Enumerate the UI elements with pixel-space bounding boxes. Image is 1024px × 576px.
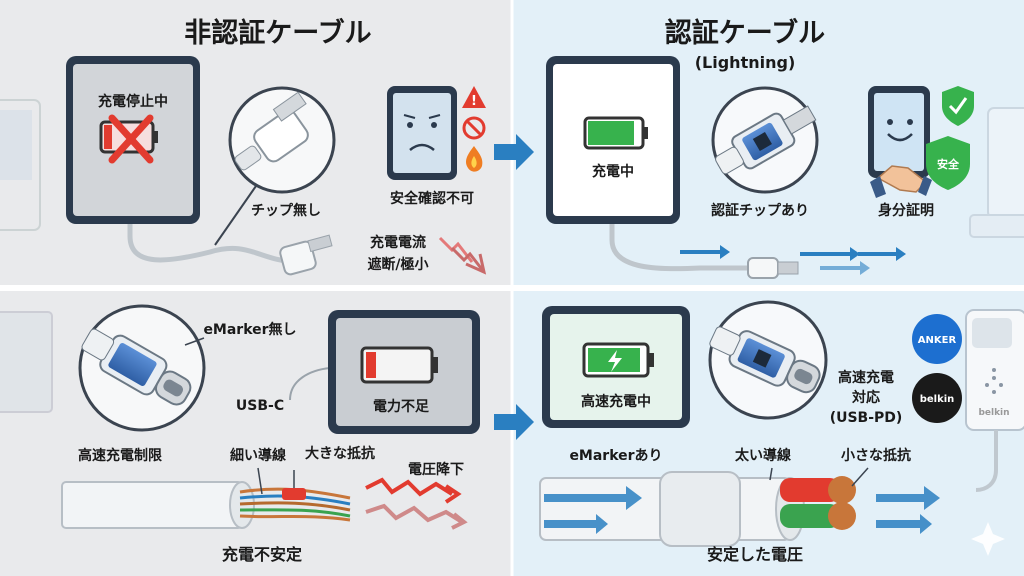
label-thick-wire: 太い導線	[735, 447, 791, 464]
label-auth-chip: 認証チップあり	[711, 202, 809, 219]
label-no-emarker: eMarker無し	[203, 321, 296, 338]
faded-laptop-left-top	[0, 99, 41, 231]
label-fast-charge-3: (USB-PD)	[830, 410, 903, 426]
prohibited-icon	[462, 116, 486, 140]
label-current-2: 遮断/極小	[367, 256, 428, 273]
title-uncertified: 非認証ケーブル	[184, 17, 371, 49]
label-fast-charge-limit: 高速充電制限	[78, 447, 162, 464]
pointer-no-emarker	[184, 337, 205, 346]
label-safe: 安全	[937, 157, 960, 171]
label-thin-wire: 細い導線	[230, 447, 286, 464]
subtitle-lightning: (Lightning)	[695, 53, 796, 72]
warning-icon: !	[462, 86, 486, 109]
happy-tablet-icon	[868, 86, 930, 178]
battery-low-icon	[360, 346, 438, 384]
label-fast-charge-2: 対応	[851, 389, 880, 406]
belkin-logo: belkin	[912, 373, 962, 423]
tablet-status-charging: 充電中	[592, 163, 634, 180]
flow-arrows-top	[680, 245, 906, 275]
usbc-cable-line	[289, 367, 331, 401]
zigzag-arrows-icon	[365, 477, 468, 530]
svg-text:belkin: belkin	[920, 394, 955, 405]
label-big-resistance: 大きな抵抗	[305, 445, 375, 462]
label-emarker-present: eMarkerあり	[569, 448, 662, 464]
label-identity: 身分証明	[878, 202, 934, 219]
tablet-status-stopped: 充電停止中	[98, 93, 168, 110]
handshake-icon	[870, 165, 932, 198]
shield-check-icon	[942, 86, 974, 126]
flow-arrows-bottom	[544, 486, 940, 534]
label-no-chip: チップ無し	[251, 202, 321, 219]
battery-full-icon	[583, 116, 648, 150]
lightning-plug-uncertified	[279, 234, 333, 276]
faded-charger-right-top	[969, 107, 1024, 238]
label-safety-unconfirmed: 安全確認不可	[390, 190, 474, 207]
belkin-charger-label: belkin	[978, 408, 1009, 418]
battery-charging-icon	[582, 342, 654, 378]
anker-logo: ANKER	[912, 314, 962, 364]
label-small-resistance: 小さな抵抗	[841, 447, 911, 464]
center-arrow-top	[494, 134, 534, 170]
cable-uncertified	[127, 224, 301, 265]
thin-cable-cutaway	[61, 467, 351, 529]
svg-text:!: !	[471, 94, 477, 109]
usbc-connector-emarker	[709, 326, 821, 394]
belkin-charger: belkin	[965, 309, 1024, 492]
label-voltage-drop: 電圧降下	[408, 461, 464, 478]
title-certified: 認証ケーブル	[665, 17, 825, 49]
svg-text:ANKER: ANKER	[918, 335, 957, 346]
label-usbc: USB-C	[236, 398, 284, 414]
lightning-plug-certified	[747, 257, 799, 279]
faded-laptop-left-bottom	[0, 311, 53, 413]
fire-icon	[466, 146, 483, 172]
lightning-connector-no-chip	[234, 91, 309, 171]
shield-safe-icon	[926, 136, 970, 190]
label-current-1: 充電電流	[370, 234, 426, 251]
cable-certified	[609, 224, 760, 272]
tablet-status-low-power: 電力不足	[373, 398, 430, 415]
cross-icon	[108, 114, 154, 164]
tablet-status-fast-charging: 高速充電中	[581, 393, 651, 410]
lightning-connector-chip	[715, 105, 817, 175]
footer-stable: 安定した電圧	[707, 545, 803, 564]
falling-arrows-icon	[438, 236, 487, 275]
center-arrow-bottom	[494, 404, 534, 440]
usbc-connector-no-emarker	[81, 328, 192, 406]
sad-tablet-icon	[387, 86, 457, 180]
label-fast-charge-1: 高速充電	[838, 369, 894, 386]
sparkle-icon	[971, 522, 1005, 556]
zoom-pointer	[214, 185, 257, 246]
footer-unstable: 充電不安定	[222, 545, 302, 564]
